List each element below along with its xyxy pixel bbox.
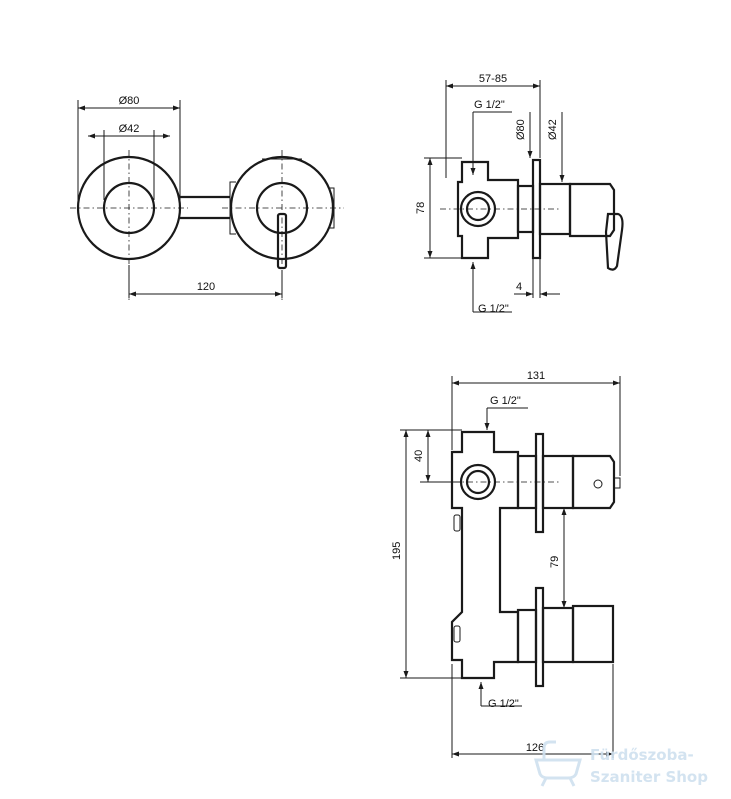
dim-side-height: 78 xyxy=(415,202,427,214)
bottom-lower-adapter xyxy=(516,608,538,664)
dim-bottom-total-depth: 131 xyxy=(527,370,545,382)
dim-side-depth-range: 57-85 xyxy=(479,73,507,85)
dim-bottom-depth-lower: 126 xyxy=(526,742,544,754)
dim-side-plate-thickness: 4 xyxy=(516,281,522,293)
dim-front-outer-diameter: Ø80 xyxy=(119,95,140,107)
dim-front-inner-diameter: Ø42 xyxy=(119,123,140,135)
bottom-valve-body xyxy=(450,430,520,680)
front-lever xyxy=(276,212,288,270)
side-valve-body xyxy=(456,160,520,260)
side-lever xyxy=(604,212,624,271)
bottom-lower-cap xyxy=(571,604,615,664)
bottom-view: 131 G 1/2" 40 195 79 G 1/2" 126 xyxy=(391,370,621,758)
right-body-edge-left xyxy=(229,181,236,235)
dim-side-thread-top: G 1/2" xyxy=(474,99,505,111)
dim-bottom-thread-bottom: G 1/2" xyxy=(488,698,519,710)
dim-front-spacing: 120 xyxy=(197,281,215,293)
side-cap xyxy=(568,182,616,238)
watermark: Fürdőszoba- Szaniter Shop xyxy=(534,740,708,787)
bathtub-icon xyxy=(534,740,582,787)
side-view: 57-85 G 1/2" Ø80 Ø42 78 4 G 1/2" xyxy=(415,73,624,315)
watermark-line1: Fürdőszoba- xyxy=(590,746,694,764)
dim-side-plate-diameter: Ø80 xyxy=(515,119,527,140)
side-adapter xyxy=(516,184,535,234)
front-view: Ø80 Ø42 120 xyxy=(70,95,344,300)
dim-bottom-top-offset: 40 xyxy=(413,450,425,462)
dim-bottom-total-height: 195 xyxy=(391,542,403,560)
bottom-upper-cap xyxy=(571,454,616,510)
dim-bottom-outlet-spacing: 79 xyxy=(549,556,561,568)
dim-side-cap-diameter: Ø42 xyxy=(547,119,559,140)
watermark-line2: Szaniter Shop xyxy=(590,768,708,786)
dim-side-thread-bottom: G 1/2" xyxy=(478,303,509,315)
dim-bottom-thread-top: G 1/2" xyxy=(490,395,521,407)
bottom-lower-sleeve xyxy=(541,606,575,664)
